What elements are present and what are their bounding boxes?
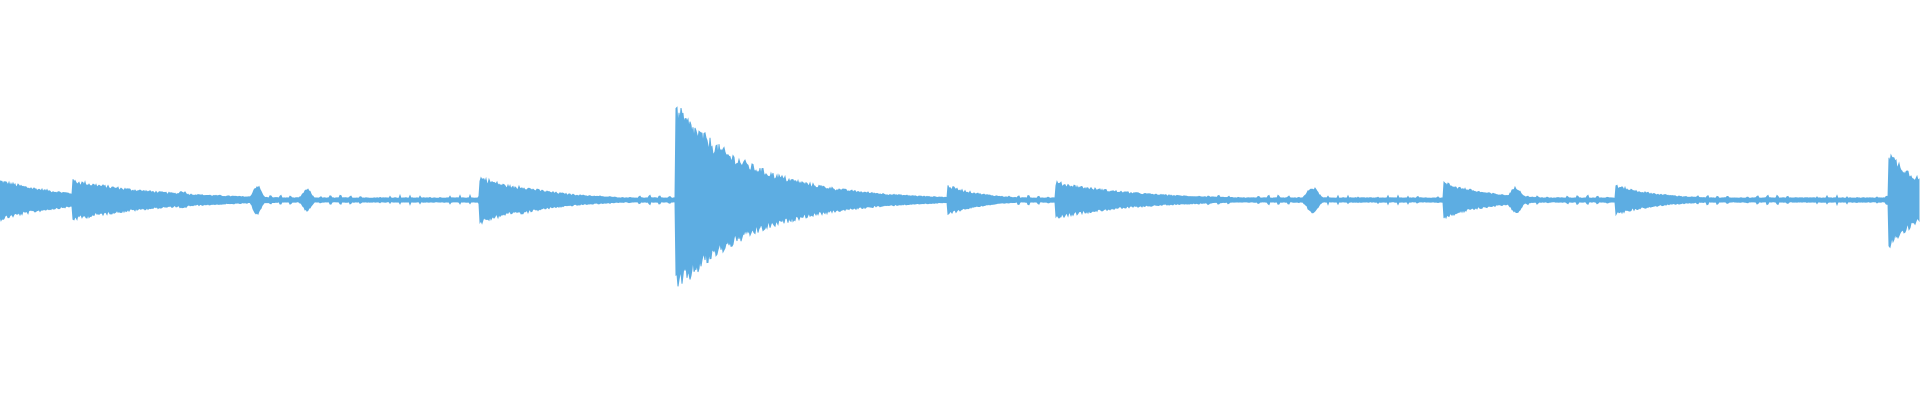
waveform-path [0, 106, 1920, 287]
